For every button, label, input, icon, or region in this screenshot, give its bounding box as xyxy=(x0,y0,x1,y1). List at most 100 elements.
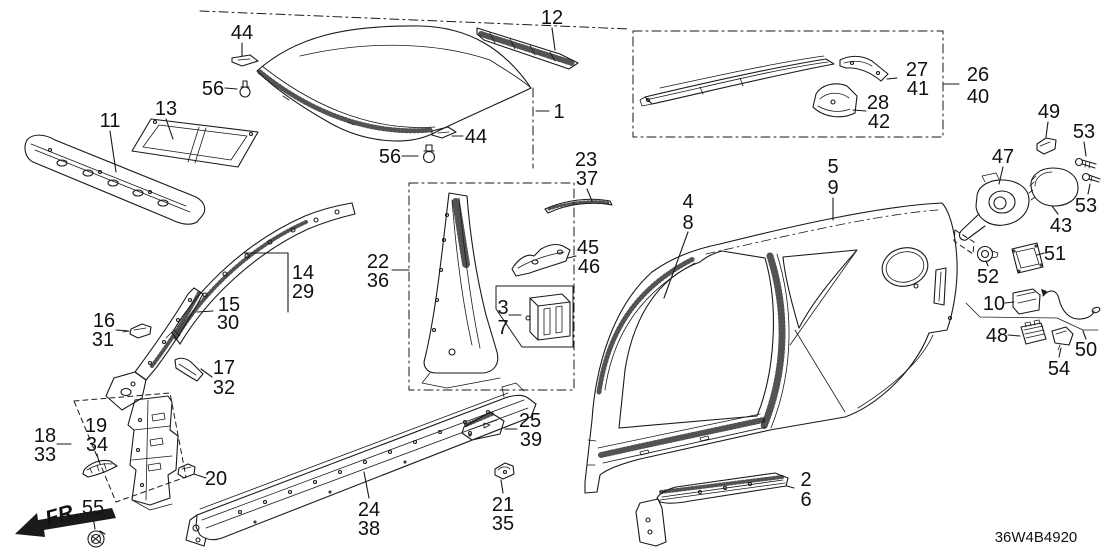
part-number-label: 3 xyxy=(497,297,508,319)
roof-clip xyxy=(231,54,259,67)
part-number-label: 12 xyxy=(541,7,563,29)
part-number-label: 26 xyxy=(967,64,989,86)
side-sill-outer xyxy=(635,472,789,547)
opener-pad xyxy=(1011,242,1044,274)
side-outer-panel xyxy=(584,202,958,494)
rail-gusset xyxy=(812,83,858,118)
part-number-label: 43 xyxy=(1050,215,1072,237)
part-number-label: 2 xyxy=(800,469,811,491)
part-number-label: 56 xyxy=(202,78,224,100)
part-number-label: 40 xyxy=(967,86,989,108)
fuel-lid xyxy=(1028,167,1079,207)
callout-lines xyxy=(56,27,1091,530)
rear-roof-rail xyxy=(476,27,579,70)
part-number-label: 35 xyxy=(492,513,514,535)
part-number-label: 15 xyxy=(218,294,240,316)
b-pillar-stiffener xyxy=(421,192,501,389)
part-number-label: 36 xyxy=(367,270,389,292)
part-number-label: 27 xyxy=(906,59,928,81)
part-number-label: 16 xyxy=(93,310,115,332)
front-pillar-lower-stiffener xyxy=(105,287,204,411)
stiffener-set-box xyxy=(495,285,574,348)
part-number-label: 8 xyxy=(682,212,693,234)
part-number-label: 53 xyxy=(1073,121,1095,143)
part-number-label: 21 xyxy=(492,494,514,516)
part-number-label: 34 xyxy=(86,434,108,456)
part-number-label: 13 xyxy=(155,98,177,120)
part-number-label: 33 xyxy=(34,444,56,466)
part-number-label: 23 xyxy=(575,149,597,171)
roof-screw xyxy=(239,80,251,98)
part-number-label: 41 xyxy=(907,78,929,100)
part-number-label: 25 xyxy=(519,410,541,432)
part-number-label: 30 xyxy=(217,312,239,334)
part-number-label: 17 xyxy=(213,357,235,379)
part-number-label: 18 xyxy=(34,425,56,447)
part-number-label: 47 xyxy=(992,146,1014,168)
rail-end-bracket xyxy=(511,244,571,277)
part-number-label: 55 xyxy=(82,497,104,519)
rail-bracket xyxy=(839,55,889,82)
part-number-label: 19 xyxy=(85,415,107,437)
part-number-label: 24 xyxy=(358,499,380,521)
part-number-label: 5 xyxy=(827,156,838,178)
part-number-label: 28 xyxy=(867,92,889,114)
lid-actuator xyxy=(965,288,1099,331)
part-number-label: 46 xyxy=(578,256,600,278)
cable-clip xyxy=(1051,326,1074,351)
roof-front-frame xyxy=(131,118,259,168)
striker xyxy=(1020,319,1047,345)
part-number-label: 45 xyxy=(577,237,599,259)
part-number-label: 14 xyxy=(292,262,314,284)
roof-clip-rear xyxy=(431,126,457,139)
rear-rail-strip xyxy=(544,198,613,214)
part-number-label: 56 xyxy=(379,146,401,168)
part-number-label: 39 xyxy=(520,429,542,451)
pillar-screw xyxy=(87,530,106,548)
sill-clip xyxy=(177,463,196,479)
fr-direction-label: FR. xyxy=(43,499,82,530)
part-number-label: 48 xyxy=(986,325,1008,347)
part-number-label: 54 xyxy=(1048,358,1070,380)
part-number-label: 4 xyxy=(682,191,693,213)
part-number-label: 6 xyxy=(800,489,811,511)
part-number-label: 53 xyxy=(1075,195,1097,217)
pillar-gusset-bracket xyxy=(82,459,118,478)
part-number-label: 50 xyxy=(1075,339,1097,361)
part-number-label: 44 xyxy=(231,22,253,44)
part-number-label: 9 xyxy=(827,177,838,199)
roof-side-rail-assembly xyxy=(639,55,835,107)
diagram-code: 36W4B4920 xyxy=(995,529,1078,546)
part-number-label: 22 xyxy=(367,251,389,273)
part-number-label: 42 xyxy=(868,111,890,133)
pillar-bracket xyxy=(174,357,204,382)
part-number-label: 11 xyxy=(100,110,121,132)
sill-end-plate xyxy=(461,411,505,441)
front-pillar-upper xyxy=(165,202,356,345)
part-number-label: 31 xyxy=(92,329,114,351)
fuel-lid-clip xyxy=(1036,137,1057,155)
front-roof-rail xyxy=(24,134,206,225)
roof-panel xyxy=(256,25,532,142)
part-number-label: 29 xyxy=(292,281,314,303)
part-number-label: 37 xyxy=(576,168,598,190)
grommet xyxy=(976,245,999,263)
part-number-label: 20 xyxy=(205,468,227,490)
part-number-label: 38 xyxy=(358,518,380,540)
part-number-label: 52 xyxy=(977,266,999,288)
opener-cable xyxy=(1041,289,1101,320)
part-number-label: 44 xyxy=(465,126,487,148)
bolt-lower xyxy=(1081,172,1101,183)
part-number-label: 7 xyxy=(497,317,508,339)
part-number-label: 1 xyxy=(553,101,564,123)
part-number-label: 32 xyxy=(213,377,235,399)
bolt-upper xyxy=(1074,157,1097,169)
front-pillar-lower-inner xyxy=(127,395,179,511)
part-number-label: 10 xyxy=(983,293,1005,315)
part-number-label: 49 xyxy=(1038,101,1060,123)
fuel-filler-pocket xyxy=(958,172,1030,241)
floor-clip xyxy=(494,462,515,480)
